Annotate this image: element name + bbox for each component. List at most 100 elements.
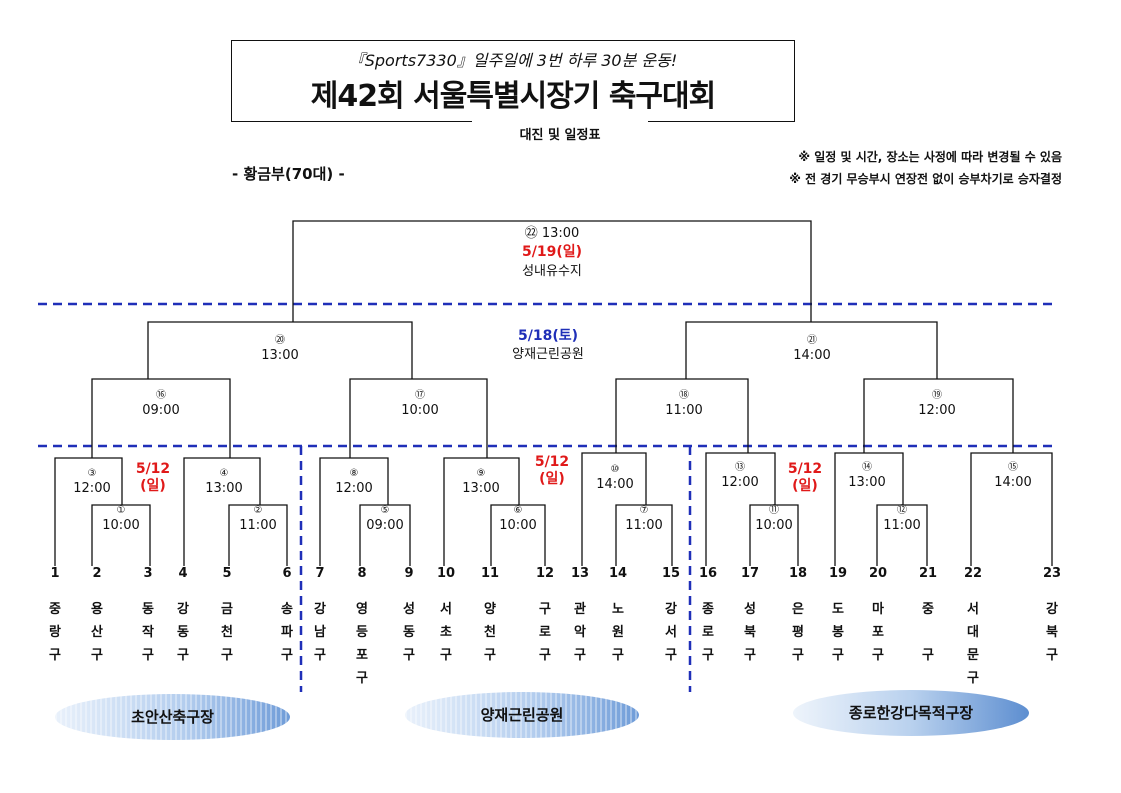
match-number: ⑰ bbox=[415, 390, 425, 401]
bracket-m1 bbox=[91, 504, 151, 566]
match-21: ㉑ 14:00 bbox=[793, 333, 830, 363]
team-name-char: 구 bbox=[177, 648, 189, 663]
match-number: ② bbox=[253, 505, 263, 516]
team-name-char: 성 bbox=[744, 602, 756, 617]
team-name-char: 포 bbox=[872, 625, 884, 640]
team-name-char: 등 bbox=[356, 625, 368, 640]
match-19: ⑲ 12:00 bbox=[918, 388, 955, 418]
team-name-char: 로 bbox=[539, 625, 551, 640]
team-name-char: 서 bbox=[967, 602, 979, 617]
team-number: 2 bbox=[92, 566, 102, 581]
team-name-char: 파 bbox=[281, 625, 293, 640]
match-16: ⑯ 09:00 bbox=[142, 388, 179, 418]
bracket-m15 bbox=[970, 452, 1053, 566]
team-name-char: 구 bbox=[792, 648, 804, 663]
match-time: 13:00 bbox=[462, 481, 500, 496]
match-17: ⑰ 10:00 bbox=[401, 388, 438, 418]
bracket-m2 bbox=[228, 504, 288, 566]
team-name-char: 구 bbox=[872, 648, 884, 663]
match-time: 10:00 bbox=[499, 518, 537, 533]
notice-penalty-shootout: ※ 전 경기 무승부시 연장전 없이 승부차기로 승자결정 bbox=[789, 172, 1062, 186]
team-name-char: 산 bbox=[91, 625, 103, 640]
team-number: 17 bbox=[740, 566, 760, 581]
match-time: 10:00 bbox=[401, 403, 439, 418]
division-label: - 황금부(70대) - bbox=[232, 165, 345, 183]
team-name-char: 동 bbox=[177, 625, 189, 640]
match-time: 13:00 bbox=[848, 475, 886, 490]
team-number: 6 bbox=[282, 566, 292, 581]
team-name-char: 초 bbox=[440, 625, 452, 640]
match-time: 12:00 bbox=[721, 475, 759, 490]
match-time: 11:00 bbox=[625, 518, 663, 533]
match-number: ① bbox=[116, 505, 126, 516]
team-name-char: 구 bbox=[539, 648, 551, 663]
match-time: 12:00 bbox=[918, 403, 956, 418]
team-name-char: 대 bbox=[967, 625, 979, 640]
match-number: ⑮ bbox=[1008, 462, 1018, 473]
team-name-char: 로 bbox=[702, 625, 714, 640]
date-weekday: (일) bbox=[539, 471, 565, 487]
bracket-m14 bbox=[834, 452, 904, 566]
match-number: ⑭ bbox=[862, 462, 872, 473]
team-name-char: 문 bbox=[967, 648, 979, 663]
team-name-char: 강 bbox=[665, 602, 677, 617]
team-number: 21 bbox=[918, 566, 938, 581]
team-name-char: 구 bbox=[221, 648, 233, 663]
team-name-char: 동 bbox=[142, 602, 154, 617]
match-number: ⑬ bbox=[735, 462, 745, 473]
bracket-m10 bbox=[581, 452, 647, 566]
round1-date-right: 5/12 (일) bbox=[788, 461, 822, 495]
match-number: ⑤ bbox=[380, 505, 390, 516]
bracket-qf-16 bbox=[91, 378, 231, 458]
team-name-char: 천 bbox=[221, 625, 233, 640]
match-time: 13:00 bbox=[261, 348, 299, 363]
team-name-char: 강 bbox=[314, 602, 326, 617]
subtitle: 대진 및 일정표 bbox=[519, 128, 601, 143]
team-number: 8 bbox=[357, 566, 367, 581]
match-number: ⑲ bbox=[932, 390, 942, 401]
date-weekday: (일) bbox=[792, 478, 818, 494]
date-line: 5/12 bbox=[787, 461, 823, 477]
team-name-char: 송 bbox=[281, 602, 293, 617]
bracket-m8 bbox=[319, 457, 389, 566]
team-name-char: 은 bbox=[792, 602, 804, 617]
team-name-char: 구 bbox=[49, 648, 61, 663]
match-14: ⑭ 13:00 bbox=[848, 460, 885, 490]
team-name-char: 구 bbox=[314, 648, 326, 663]
team-name-char: 마 bbox=[872, 602, 884, 617]
team-number: 22 bbox=[963, 566, 983, 581]
subtitle-backdrop bbox=[472, 114, 648, 130]
team-name-char: 구 bbox=[356, 671, 368, 686]
team-number: 15 bbox=[661, 566, 681, 581]
team-name-char: 구 bbox=[539, 602, 551, 617]
team-number: 23 bbox=[1042, 566, 1062, 581]
team-number: 12 bbox=[535, 566, 555, 581]
team-name-char: 랑 bbox=[49, 625, 61, 640]
team-number: 16 bbox=[698, 566, 718, 581]
team-name-char: 구 bbox=[1046, 648, 1058, 663]
venue-chanansan: 초안산축구장 bbox=[55, 694, 290, 740]
date-line: 5/12 bbox=[534, 454, 570, 470]
match-time: 12:00 bbox=[73, 481, 111, 496]
match-number: ④ bbox=[219, 468, 229, 479]
match-time: 14:00 bbox=[793, 348, 831, 363]
team-name-char: 도 bbox=[832, 602, 844, 617]
team-name-char: 중 bbox=[49, 602, 61, 617]
match-number: ⑫ bbox=[897, 505, 907, 516]
bracket-sf-21 bbox=[685, 321, 938, 379]
bracket-m3 bbox=[54, 457, 123, 566]
team-number: 4 bbox=[178, 566, 188, 581]
